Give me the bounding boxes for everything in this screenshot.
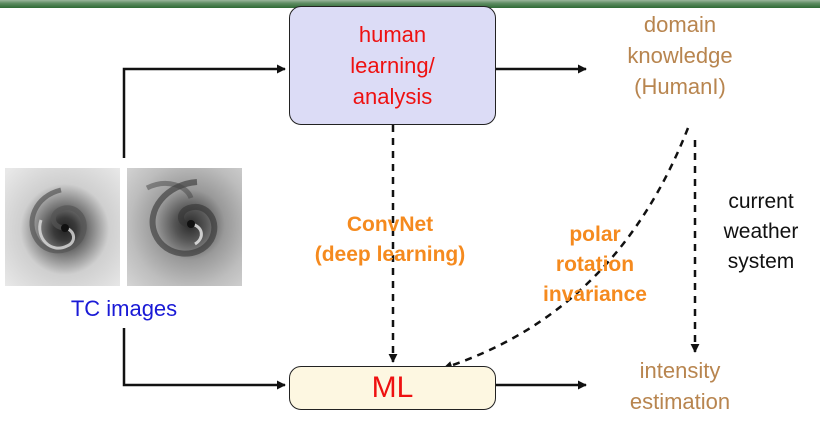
edge-tc-to-human <box>122 64 286 158</box>
domain-knowledge-node: domain knowledge (HumanI) <box>590 9 770 102</box>
header-bar <box>0 0 820 8</box>
convnet-label: ConvNet (deep learning) <box>265 210 515 270</box>
polar-line-2: rotation <box>555 253 635 276</box>
polar-invariance-label: polar rotation invariance <box>510 220 680 310</box>
polar-line-1: polar <box>569 223 621 246</box>
weather-line-1: current <box>728 190 794 213</box>
intensity-line-1: intensity <box>639 358 721 383</box>
domain-line-2: knowledge <box>627 43 733 68</box>
tc-images-label: TC images <box>70 296 178 321</box>
cyclone-satellite-icon <box>127 168 242 286</box>
polar-line-3: invariance <box>543 283 647 306</box>
human-learning-node: human learning/ analysis <box>289 6 496 125</box>
human-learning-line-2: learning/ <box>350 53 435 78</box>
convnet-line-2: (deep learning) <box>314 243 466 266</box>
human-learning-line-3: analysis <box>352 84 433 109</box>
weather-line-2: weather <box>723 220 799 243</box>
intensity-line-2: estimation <box>629 389 731 414</box>
ml-node: ML <box>289 366 496 410</box>
cyclone-satellite-icon <box>5 168 120 286</box>
ml-label: ML <box>371 371 414 404</box>
intensity-estimation-node: intensity estimation <box>590 355 770 417</box>
tc-image-1 <box>5 168 120 286</box>
edge-tc-to-ml <box>122 328 286 390</box>
domain-line-3: (HumanI) <box>634 74 726 99</box>
weather-line-3: system <box>727 250 795 273</box>
tc-image-2 <box>127 168 242 286</box>
domain-line-1: domain <box>643 12 717 37</box>
convnet-line-1: ConvNet <box>346 213 434 236</box>
current-weather-label: current weather system <box>705 187 817 277</box>
human-learning-line-1: human <box>358 22 427 47</box>
